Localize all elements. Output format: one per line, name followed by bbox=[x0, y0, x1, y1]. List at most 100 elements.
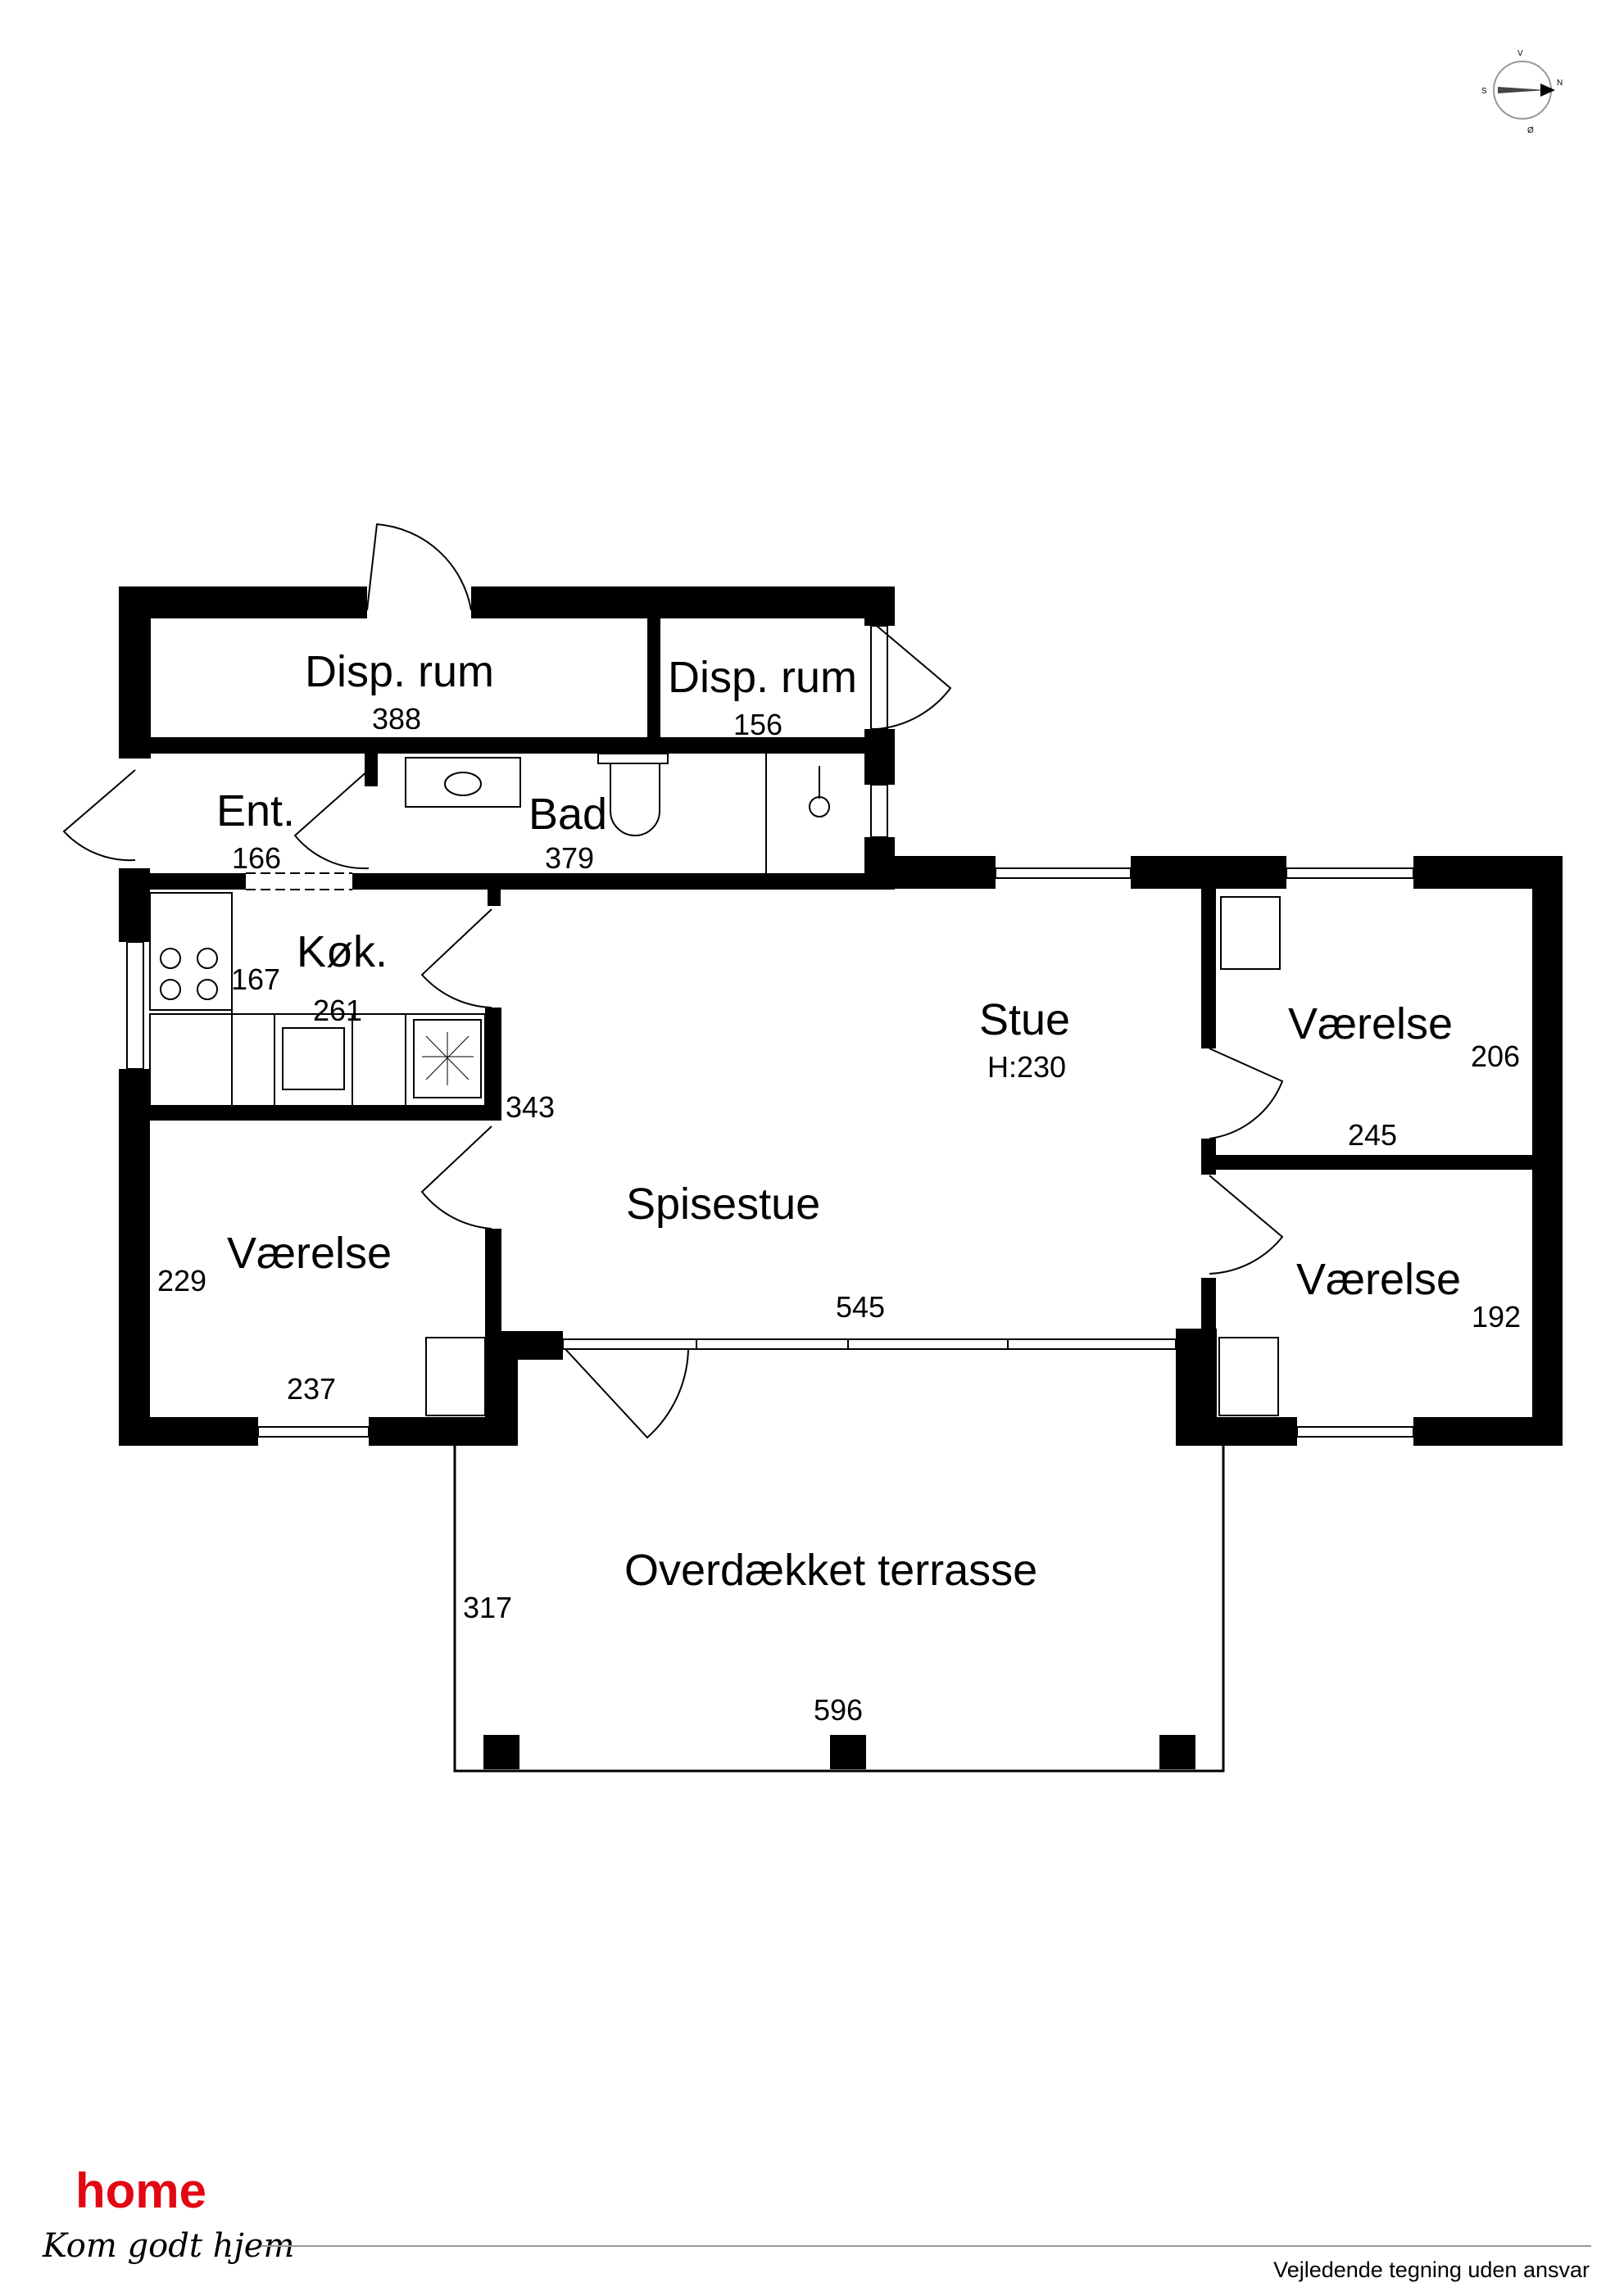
wall bbox=[119, 873, 246, 890]
wall bbox=[1201, 889, 1216, 1048]
door-swing[interactable] bbox=[293, 769, 370, 870]
doors bbox=[62, 523, 1284, 1439]
kitchen-sink-icon bbox=[282, 1027, 345, 1090]
wall bbox=[1532, 856, 1563, 1446]
wall bbox=[647, 618, 660, 741]
cabinet-icon bbox=[1220, 896, 1281, 970]
compass-arrow-icon bbox=[1540, 84, 1555, 97]
room-dim-terrasse-a: 317 bbox=[463, 1591, 512, 1624]
wall bbox=[864, 586, 895, 626]
wall bbox=[485, 1229, 501, 1335]
room-dim-kok-a: 167 bbox=[231, 962, 280, 996]
door-swing[interactable] bbox=[420, 908, 492, 1008]
cabinet-icon bbox=[1218, 1337, 1279, 1416]
wall bbox=[1413, 1417, 1563, 1446]
room-name-bad: Bad bbox=[528, 790, 607, 839]
window bbox=[870, 784, 888, 838]
room-dim-bad: 379 bbox=[545, 841, 594, 875]
terrace-post bbox=[1159, 1735, 1195, 1769]
room-dim-kok-b: 261 bbox=[313, 994, 362, 1027]
wall bbox=[1131, 856, 1286, 889]
room-name-kok: Køk. bbox=[297, 927, 388, 976]
door-swing[interactable] bbox=[366, 523, 472, 611]
windows bbox=[126, 625, 1414, 1438]
wall bbox=[352, 873, 895, 890]
room-dim-vaerelse-se-a: 192 bbox=[1472, 1300, 1521, 1334]
wall bbox=[485, 1008, 501, 1107]
window bbox=[995, 867, 1132, 879]
room-dim-disp2: 156 bbox=[733, 708, 783, 741]
room-name-stue: Stue bbox=[979, 995, 1070, 1044]
glass-door bbox=[562, 1338, 1177, 1350]
wall bbox=[471, 586, 895, 618]
terrace bbox=[453, 1446, 1225, 1773]
door-swing[interactable] bbox=[62, 769, 136, 862]
door-swing[interactable] bbox=[420, 1125, 492, 1230]
wall bbox=[150, 1106, 501, 1121]
room-height-stue: H:230 bbox=[987, 1050, 1066, 1084]
wall bbox=[1216, 1155, 1532, 1170]
room-name-vaerelse-ne: Værelse bbox=[1288, 999, 1453, 1048]
room-dim-entre: 166 bbox=[232, 841, 281, 875]
terrace-post bbox=[483, 1735, 519, 1769]
compass-letter-s: S bbox=[1481, 87, 1487, 96]
wall bbox=[119, 586, 367, 618]
room-name-vaerelse-se: Værelse bbox=[1296, 1255, 1461, 1304]
disclaimer: Vejledende tegning uden ansvar bbox=[1273, 2258, 1590, 2282]
wall bbox=[1201, 1278, 1216, 1331]
door-swing[interactable] bbox=[1209, 1175, 1284, 1275]
room-labels: Disp. rum 388 Disp. rum 156 Ent. 166 Bad… bbox=[157, 647, 1521, 1727]
room-name-vaerelse-sw: Værelse bbox=[227, 1229, 392, 1278]
door-swing[interactable] bbox=[1209, 1048, 1284, 1139]
wall bbox=[1201, 1139, 1216, 1175]
room-dim-terrasse-b: 596 bbox=[814, 1693, 863, 1727]
wall bbox=[485, 1331, 518, 1446]
stove-icon bbox=[149, 892, 233, 1011]
door-swing[interactable] bbox=[876, 625, 952, 730]
wall bbox=[365, 754, 378, 786]
room-name-disp2: Disp. rum bbox=[668, 653, 857, 702]
footer: home Kom godt hjem Vejledende tegning ud… bbox=[42, 2163, 1591, 2282]
wall bbox=[488, 890, 501, 906]
counter-icon bbox=[149, 1013, 486, 1107]
room-dim-vaerelse-sw-a: 229 bbox=[157, 1264, 206, 1297]
compass-letter-n: N bbox=[1557, 79, 1563, 88]
compass-letter-v: V bbox=[1517, 49, 1523, 58]
fixtures bbox=[149, 753, 1281, 1416]
room-dim-vaerelse-ne-a: 206 bbox=[1471, 1039, 1520, 1073]
room-dim-vaerelse-ne-b: 245 bbox=[1348, 1118, 1397, 1152]
window bbox=[257, 1426, 370, 1438]
cabinet-icon bbox=[425, 1337, 486, 1416]
sink-icon bbox=[405, 757, 521, 808]
wall bbox=[1176, 1417, 1297, 1446]
room-dim-spisestue-a: 343 bbox=[506, 1090, 555, 1124]
room-name-terrasse: Overdækket terrasse bbox=[624, 1546, 1037, 1595]
wall bbox=[119, 737, 895, 754]
brand-logo[interactable]: home bbox=[75, 2163, 206, 2218]
terrace-outline bbox=[453, 1446, 1225, 1773]
wall bbox=[119, 1417, 258, 1446]
terrace-post bbox=[830, 1735, 866, 1769]
brand-tagline: Kom godt hjem bbox=[42, 2227, 294, 2265]
wall bbox=[119, 1069, 150, 1446]
room-name-entre: Ent. bbox=[216, 786, 295, 836]
window bbox=[1286, 867, 1414, 879]
compass-needle-icon bbox=[1498, 87, 1547, 93]
room-dim-spisestue-b: 545 bbox=[836, 1290, 885, 1324]
door-swing[interactable] bbox=[563, 1348, 690, 1439]
shower-icon bbox=[809, 796, 830, 817]
room-name-disp1: Disp. rum bbox=[305, 647, 494, 696]
walls bbox=[119, 586, 1563, 1446]
room-dim-disp1: 388 bbox=[372, 702, 421, 736]
compass-letter-o: Ø bbox=[1527, 126, 1534, 135]
window bbox=[870, 625, 888, 730]
room-dim-vaerelse-sw-b: 237 bbox=[287, 1372, 336, 1406]
fan-icon bbox=[413, 1019, 482, 1098]
compass: V N S Ø bbox=[1481, 49, 1563, 135]
wall bbox=[119, 586, 151, 759]
wall bbox=[864, 856, 996, 889]
room-name-spisestue: Spisestue bbox=[626, 1180, 820, 1229]
toilet-icon bbox=[597, 753, 669, 764]
window bbox=[1296, 1426, 1414, 1438]
